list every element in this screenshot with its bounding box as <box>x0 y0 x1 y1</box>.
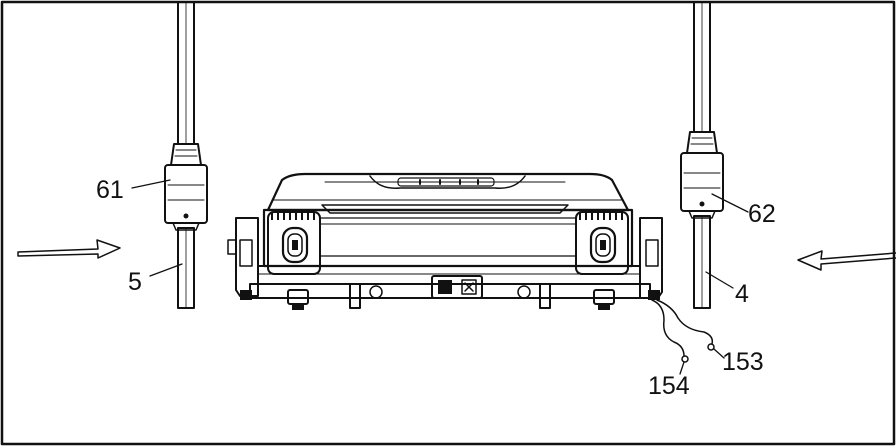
leader-5 <box>149 263 183 277</box>
base-housing <box>227 172 663 310</box>
cable-153 <box>656 299 714 345</box>
callout-154: 154 <box>648 372 690 400</box>
callout-153: 153 <box>722 348 764 376</box>
leader-153 <box>713 348 725 359</box>
leader-61 <box>131 179 171 189</box>
leader-62 <box>711 193 749 213</box>
callout-61: 61 <box>96 176 124 204</box>
cable-153-end <box>707 343 715 351</box>
cable-154 <box>651 299 685 357</box>
callout-4: 4 <box>735 280 749 308</box>
left-tube-connector <box>164 143 208 231</box>
left-upright-tube <box>177 1 195 309</box>
callout-62: 62 <box>748 200 776 228</box>
leader-154 <box>679 361 685 375</box>
left-insert-arrow <box>17 239 121 259</box>
right-tube-connector <box>680 131 724 219</box>
leader-4 <box>705 271 734 289</box>
callout-5: 5 <box>128 268 142 296</box>
right-upright-tube <box>693 1 711 309</box>
right-insert-arrow <box>797 250 896 271</box>
cable-154-end <box>681 355 689 363</box>
